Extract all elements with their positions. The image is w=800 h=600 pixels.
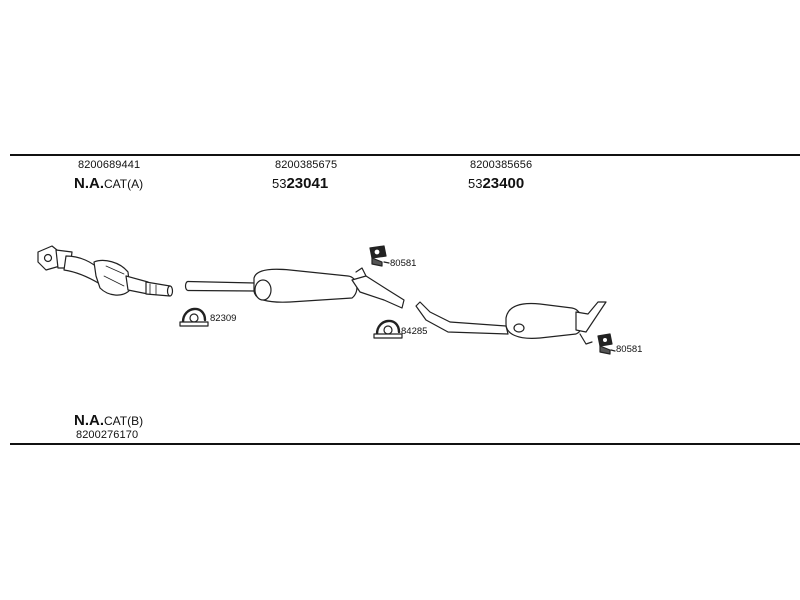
middle-muffler-section <box>184 267 405 309</box>
section-3-part-prefix: 53 <box>468 176 483 191</box>
front-catalytic-converter-section <box>37 245 174 297</box>
bottom-section-oem-number: 8200276170 <box>76 429 139 441</box>
hanger-mid-label: 80581 <box>390 258 417 269</box>
bottom-section-name: N.A.CAT(B) <box>74 413 143 429</box>
top-separator-line <box>10 154 800 156</box>
section-1-oem-number: 8200689441 <box>78 159 141 171</box>
hanger-mid-icon <box>369 245 390 267</box>
bottom-separator-line <box>10 443 800 445</box>
section-1-name: N.A.CAT(A) <box>74 176 143 192</box>
hanger-rear-icon <box>597 333 616 355</box>
clamp-mid-icon <box>373 319 403 339</box>
hanger-rear-label: 80581 <box>616 344 643 355</box>
bottom-section-name-bold: N.A. <box>74 412 104 429</box>
clamp-mid-label: 84285 <box>401 326 428 337</box>
section-3-part-bold: 23400 <box>482 175 525 192</box>
clamp-front-icon <box>179 307 209 327</box>
section-3-part-number: 5323400 <box>468 176 524 192</box>
section-2-part-prefix: 53 <box>272 176 287 191</box>
section-1-name-suffix: CAT(A) <box>104 177 144 191</box>
bottom-section-name-suffix: CAT(B) <box>104 414 144 428</box>
section-1-name-bold: N.A. <box>74 175 104 192</box>
rear-silencer-section <box>415 301 607 345</box>
section-2-part-number: 5323041 <box>272 176 328 192</box>
section-2-part-bold: 23041 <box>286 175 329 192</box>
section-2-oem-number: 8200385675 <box>275 159 338 171</box>
section-3-oem-number: 8200385656 <box>470 159 533 171</box>
clamp-front-label: 82309 <box>210 313 237 324</box>
